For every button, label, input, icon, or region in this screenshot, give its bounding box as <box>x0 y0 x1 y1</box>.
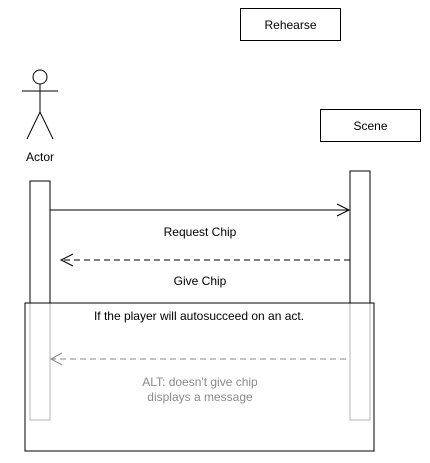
request-chip-arrow[interactable] <box>50 203 351 217</box>
rehearse-label: Rehearse <box>264 17 317 32</box>
give-chip-label: Give Chip <box>173 274 227 288</box>
alt-frame-condition: If the player will autosucceed on an act… <box>93 309 305 323</box>
scene-label: Scene <box>353 118 388 133</box>
give-chip-arrow[interactable] <box>59 253 350 267</box>
alt-message-label: ALT: doesn't give chip displays a messag… <box>100 375 300 405</box>
actor-label: Actor <box>25 150 54 164</box>
alt-frame[interactable] <box>24 302 375 452</box>
stick-figure-icon <box>22 69 58 140</box>
request-chip-label: Request Chip <box>163 225 237 239</box>
scene-participant-box[interactable]: Scene <box>320 109 421 142</box>
alt-message-arrow[interactable] <box>49 352 346 366</box>
alt-message-line-2: displays a message <box>147 390 253 404</box>
alt-message-line-1: ALT: doesn't give chip <box>142 375 258 389</box>
rehearse-participant-box[interactable]: Rehearse <box>240 8 341 41</box>
